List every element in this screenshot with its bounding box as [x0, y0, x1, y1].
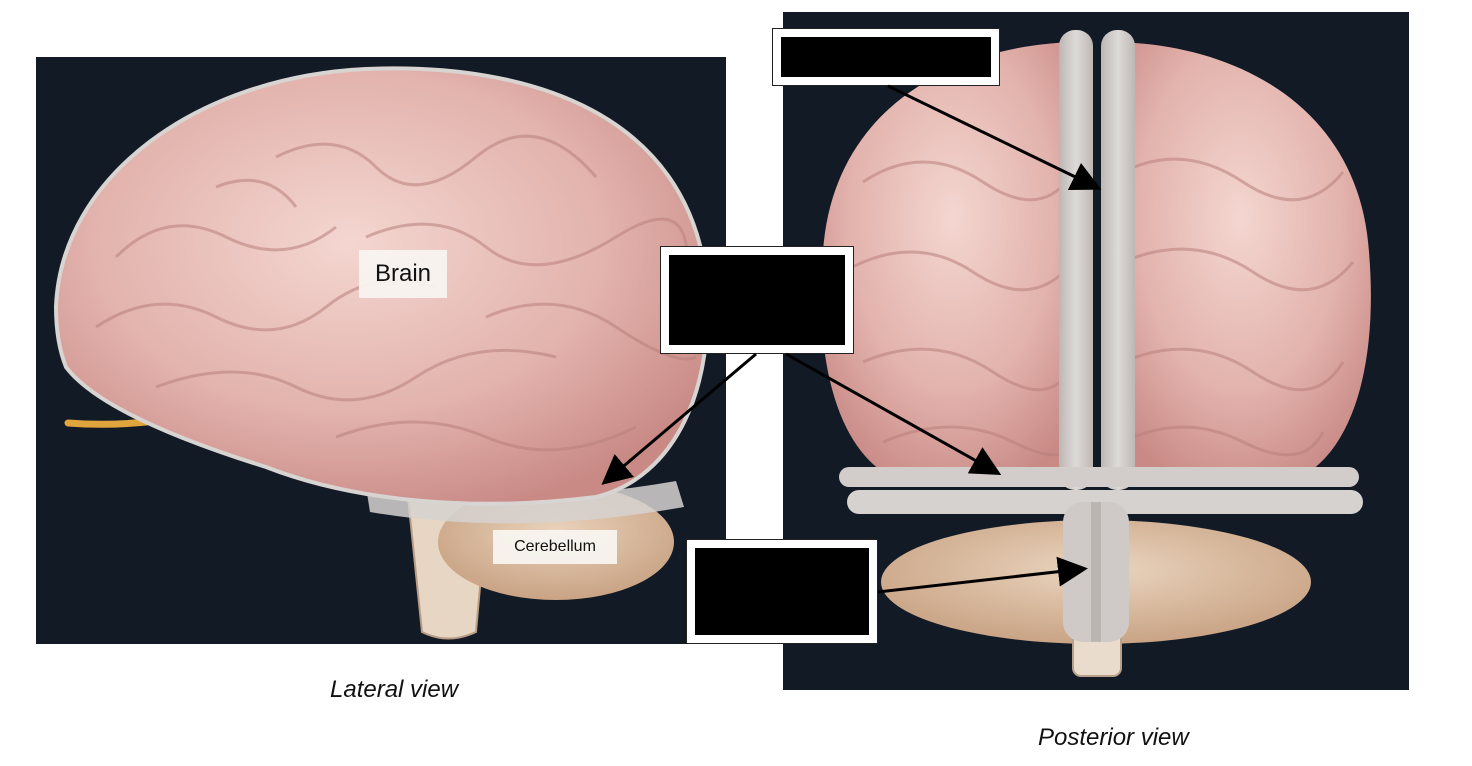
redaction-fill [781, 37, 991, 77]
right-hemisphere-shape [1109, 42, 1371, 482]
lateral-brain-illustration [53, 66, 710, 640]
falx-cerebelli-groove [1091, 502, 1101, 642]
brain-label: Brain [359, 250, 447, 298]
tentorium-shape [839, 467, 1359, 487]
redaction-fill [669, 255, 845, 345]
blank-label-falx [772, 28, 1000, 86]
falx-cerebri-shape [1101, 30, 1135, 490]
falx-cerebri-shape [1059, 30, 1093, 490]
lateral-view-caption: Lateral view [330, 676, 459, 703]
blank-label-falx-cerebelli [686, 539, 878, 644]
redaction-fill [695, 548, 869, 635]
lateral-view-panel [36, 57, 726, 644]
posterior-view-caption: Posterior view [1038, 724, 1189, 751]
blank-label-tentorium [660, 246, 854, 354]
cerebellum-label: Cerebellum [493, 530, 617, 564]
